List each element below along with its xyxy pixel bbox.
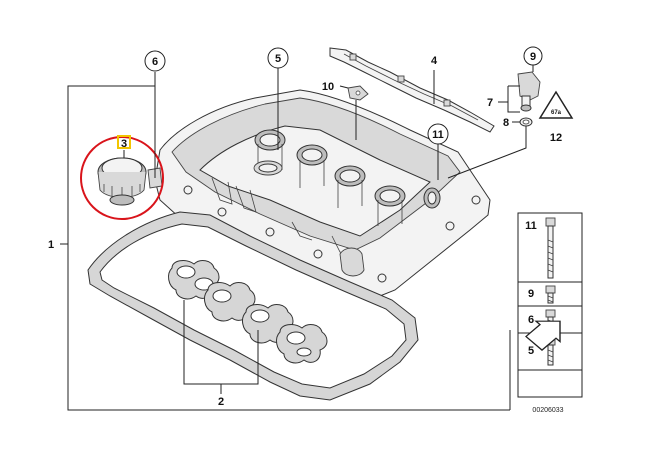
bolt-11-icon [545,217,556,279]
callout-3-label: 3 [121,138,127,150]
callout-9-label: 9 [530,51,536,63]
highlight-box [117,135,131,149]
drawing-code: 00206033 [532,407,563,414]
callout-4-label: 4 [431,55,438,67]
callout-5: 5 [267,47,289,69]
leader-2 [183,300,259,394]
camshaft-sensor [517,71,541,127]
callout-6: 6 [144,50,166,72]
callout-10-label: 10 [322,81,334,93]
callout-7-label: 7 [487,97,493,109]
spark-plug-seals [168,260,328,364]
callout-11-label: 11 [432,129,444,141]
bolt-panel-label-5: 5 [528,345,534,357]
svg-text:67a: 67a [551,110,562,116]
callout-2-label: 2 [218,396,224,408]
callout-11: 11 [427,123,449,145]
bolt-9-icon [545,285,556,304]
callout-1-label: 1 [48,239,54,251]
assembly-frame [60,85,511,411]
bolt-panel-label-6: 6 [528,314,534,326]
cover-bracket [329,47,495,133]
callout-12-label: 12 [550,132,562,144]
oil-filler-cap [80,135,164,220]
direction-arrow-icon [525,320,561,351]
warning-triangle-icon: 67a [538,90,574,119]
callout-6-label: 6 [152,56,158,68]
bolt-panel [517,212,583,398]
callout-9: 9 [523,46,543,66]
bolt-panel-label-9: 9 [528,288,534,300]
callout-5-label: 5 [275,53,281,65]
bolt-panel-label-11: 11 [525,220,537,232]
seal-10 [347,85,369,101]
callout-8-label: 8 [503,117,509,129]
